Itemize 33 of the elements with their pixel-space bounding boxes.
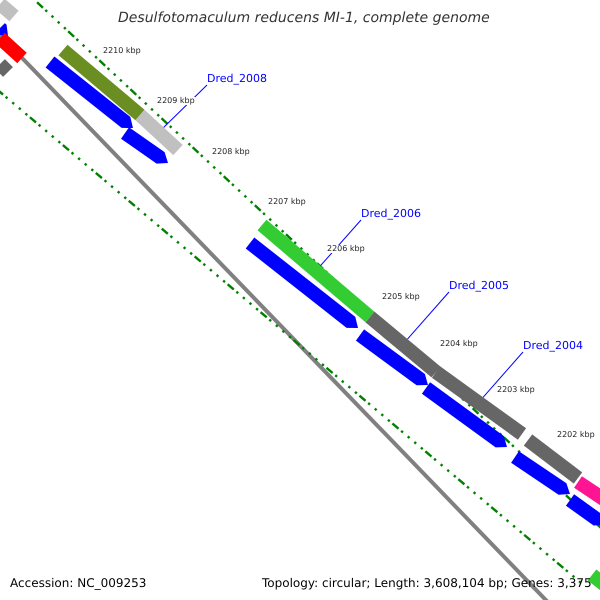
reverse-gene-bar (121, 127, 168, 164)
gene-bar (135, 110, 183, 156)
leader-line (407, 292, 450, 340)
gene-bar (366, 312, 440, 378)
info-text: Topology: circular; Length: 3,608,104 bp; Genes: 3,375 (262, 577, 592, 589)
leader-line (482, 352, 524, 398)
gene-label: Dred_2005 (449, 280, 509, 291)
reverse-gene-bar (46, 56, 133, 128)
scale-label: 2207 kbp (268, 198, 306, 206)
map-title: Desulfotomaculum reducens MI-1, complete genome (118, 11, 490, 25)
gene-label: Dred_2008 (207, 73, 267, 84)
scale-label: 2202 kbp (557, 431, 595, 439)
gene-bar (0, 0, 19, 22)
scale-label: 2205 kbp (382, 293, 420, 301)
gene-bar (0, 32, 27, 64)
scale-label: 2208 kbp (212, 148, 250, 156)
scale-label: 2209 kbp (157, 97, 195, 105)
reverse-gene-bar (566, 494, 600, 526)
gene-label: Dred_2004 (523, 340, 583, 351)
reverse-gene-bar (0, 23, 8, 36)
gene-label: Dred_2006 (361, 208, 421, 219)
scale-label: 2204 kbp (440, 340, 478, 348)
scale-label: 2206 kbp (327, 245, 365, 253)
gene-bar (574, 476, 600, 506)
scale-label: 2203 kbp (497, 386, 535, 394)
info-text: Accession: NC_009253 (10, 577, 146, 589)
reverse-gene-bar (356, 329, 428, 386)
gene-bar (58, 44, 144, 120)
leader-line (163, 84, 208, 128)
reverse-gene-bar (511, 451, 570, 495)
gene-bar (0, 59, 13, 77)
gene-bar (258, 220, 374, 322)
scale-label: 2210 kbp (103, 47, 141, 55)
